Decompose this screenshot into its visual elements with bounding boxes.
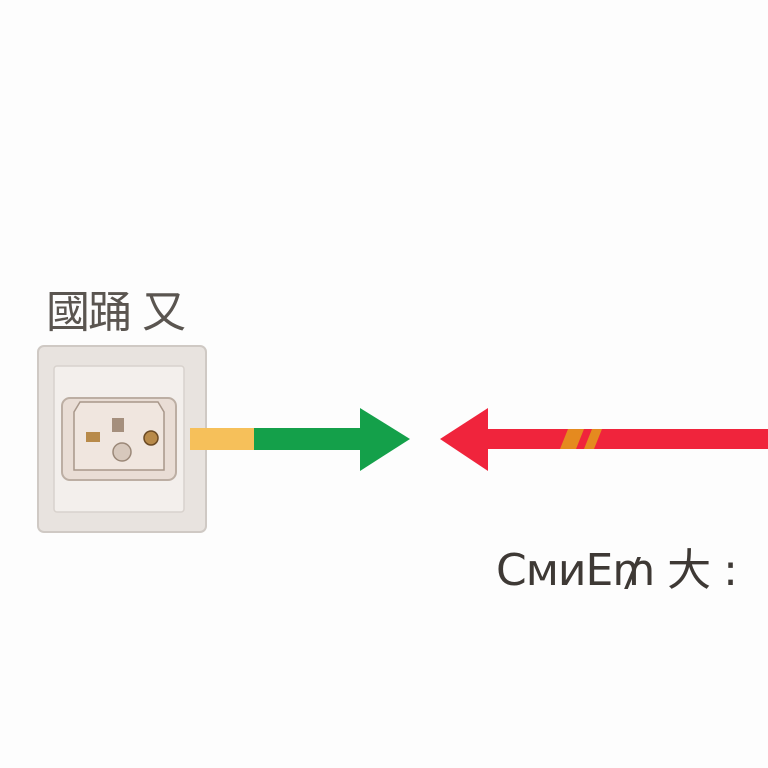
power-outlet-icon [37, 345, 207, 533]
cable-caption: CᴍᴎE₥ 大 : [496, 545, 738, 596]
arrow-right-icon [190, 408, 410, 471]
outlet-caption: 國踊 又 [46, 287, 186, 338]
arrow-left-icon [440, 408, 768, 471]
